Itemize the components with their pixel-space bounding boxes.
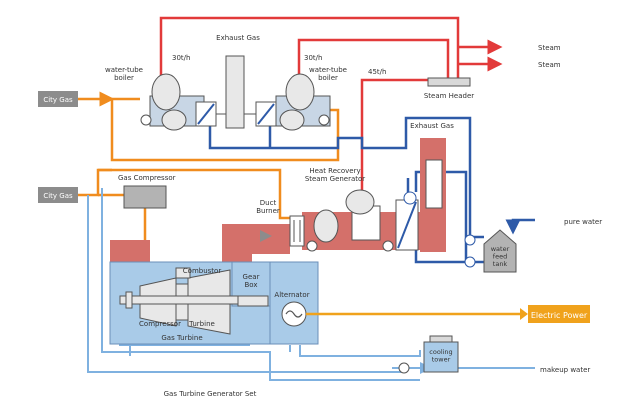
city-gas-mid-box bbox=[38, 187, 78, 203]
gas-turbine-label: Gas Turbine bbox=[161, 334, 202, 342]
city-gas-top-label: City Gas bbox=[43, 96, 73, 104]
combustor-label: Combustor bbox=[183, 267, 222, 275]
electric-power-box bbox=[528, 305, 590, 323]
steam-lines bbox=[159, 16, 503, 190]
flow-hrsg-label: 45t/h bbox=[368, 68, 386, 76]
pure-water-label: pure water bbox=[564, 218, 602, 226]
city-gas-top-box bbox=[38, 91, 78, 107]
power-arrowhead bbox=[520, 308, 528, 320]
steam-output-2: Steam bbox=[538, 61, 561, 69]
steam-header-label: Steam Header bbox=[424, 92, 474, 100]
generator-set-label: Gas Turbine Generator Set bbox=[164, 390, 257, 398]
exhaust-stack-top bbox=[225, 55, 245, 129]
city-gas-mid-label: City Gas bbox=[43, 192, 73, 200]
makeup-water-label: makeup water bbox=[540, 366, 590, 374]
steam-header bbox=[427, 77, 471, 87]
boiler-left bbox=[140, 73, 217, 131]
compressor-label: Compressor bbox=[139, 320, 181, 328]
alternator-symbol bbox=[285, 310, 303, 318]
electric-power-label: Electric Power bbox=[531, 311, 588, 320]
flow-right-label: 30t/h bbox=[304, 54, 322, 62]
turbine-label: Turbine bbox=[188, 320, 215, 328]
exhaust-gas-right-label: Exhaust Gas bbox=[410, 122, 454, 130]
cooling-tower bbox=[398, 335, 459, 374]
turbine-machinery bbox=[119, 267, 307, 335]
gas-compressor-label: Gas Compressor bbox=[118, 174, 176, 182]
exhaust-gas-top-label: Exhaust Gas bbox=[216, 34, 260, 42]
feed-water-tank bbox=[464, 229, 517, 273]
steam-output-1: Steam bbox=[538, 44, 561, 52]
gas-compressor bbox=[123, 185, 167, 209]
flow-left-label: 30t/h bbox=[172, 54, 190, 62]
alternator-label: Alternator bbox=[274, 291, 309, 299]
hrsg-equipment bbox=[306, 189, 417, 252]
boiler-right bbox=[255, 73, 331, 131]
